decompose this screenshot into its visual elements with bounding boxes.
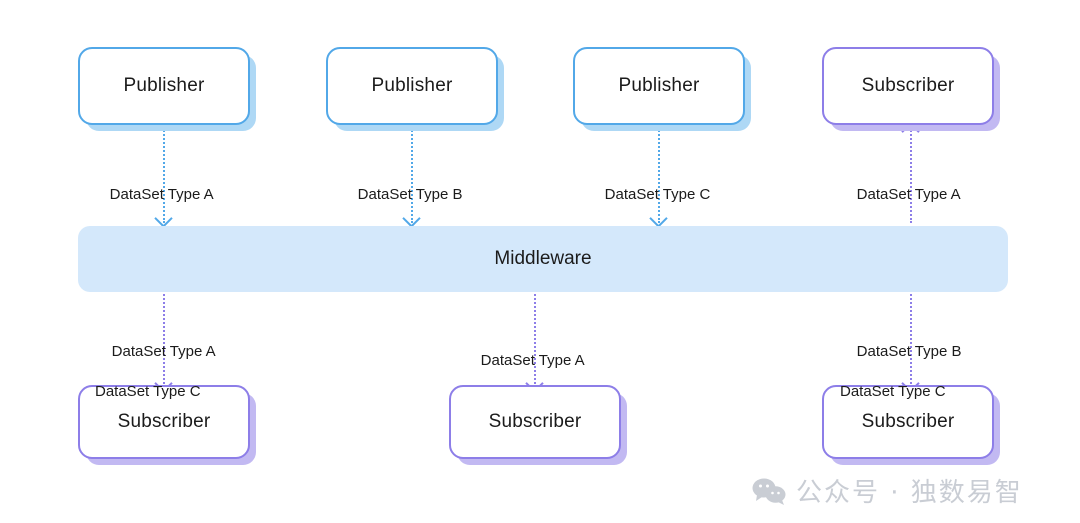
arrowhead-down-icon xyxy=(154,209,173,228)
middleware-label: Middleware xyxy=(494,248,592,269)
node-subscriber-3[interactable]: Subscriber xyxy=(822,385,994,459)
node-label: Publisher xyxy=(371,75,453,96)
arrowhead-down-icon xyxy=(402,209,421,228)
node-subscriber-top-right[interactable]: Subscriber xyxy=(822,47,994,125)
connector-line xyxy=(910,294,912,388)
node-publisher-2[interactable]: Publisher xyxy=(326,47,498,125)
node-subscriber-1[interactable]: Subscriber xyxy=(78,385,250,459)
node-label: Subscriber xyxy=(861,411,955,432)
watermark-text: 公众号 · 独数易智 xyxy=(796,478,1023,508)
connector-middleware-to-subscriber-1 xyxy=(154,294,173,393)
connector-middleware-to-subscriber-3 xyxy=(901,294,920,393)
edge-label-line1: DataSet Type A xyxy=(109,186,214,203)
connector-publisher-1-to-middleware xyxy=(154,127,173,228)
arrowhead-down-icon xyxy=(649,209,668,228)
connector-line xyxy=(411,127,413,223)
node-subscriber-2[interactable]: Subscriber xyxy=(449,385,621,459)
edge-label-publisher-2: DataSet Type B xyxy=(341,165,463,225)
node-label: Subscriber xyxy=(488,411,582,432)
node-label: Subscriber xyxy=(117,411,211,432)
edge-label-line1: DataSet Type A xyxy=(856,186,961,203)
arrowhead-up-icon xyxy=(901,122,920,141)
node-publisher-1[interactable]: Publisher xyxy=(78,47,250,125)
watermark: 公众号 · 独数易智 xyxy=(752,472,1023,509)
connector-line xyxy=(534,294,536,388)
edge-label-publisher-3: DataSet Type C xyxy=(588,165,711,225)
connector-middleware-to-subscriber-top-right xyxy=(901,122,920,223)
connector-middleware-to-subscriber-2 xyxy=(525,294,544,393)
node-label: Publisher xyxy=(123,75,205,96)
node-label: Subscriber xyxy=(861,75,955,96)
edge-label-line1: DataSet Type A xyxy=(480,352,585,369)
connector-publisher-2-to-middleware xyxy=(402,127,421,228)
connector-line xyxy=(163,127,165,223)
middleware-bar[interactable]: Middleware xyxy=(78,226,1008,292)
connector-line xyxy=(910,127,912,223)
node-publisher-3[interactable]: Publisher xyxy=(573,47,745,125)
connector-line xyxy=(163,294,165,388)
connector-publisher-3-to-middleware xyxy=(649,127,668,228)
edge-label-subscriber-top-right: DataSet Type A xyxy=(840,165,961,225)
edge-label-subscriber-2: DataSet Type A xyxy=(464,331,585,391)
wechat-icon xyxy=(752,477,786,505)
connector-line xyxy=(658,127,660,223)
node-label: Publisher xyxy=(618,75,700,96)
edge-label-publisher-1: DataSet Type A xyxy=(93,165,214,225)
